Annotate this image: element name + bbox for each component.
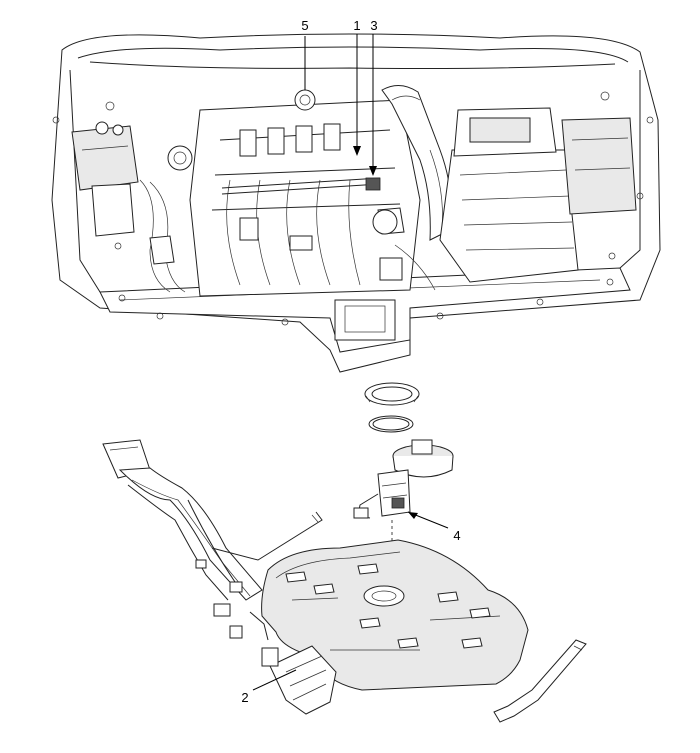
- engine-bay-illustration: [51, 33, 661, 373]
- arrowhead-4: [408, 512, 418, 519]
- fuel-tank-assembly: [102, 439, 587, 723]
- callout-4: 4: [453, 528, 460, 543]
- arrowhead-1: [353, 146, 361, 156]
- leader-line-2: [252, 669, 297, 691]
- arrowhead-3: [369, 166, 377, 176]
- callout-arrowheads: [353, 146, 418, 519]
- callout-1: 1: [353, 18, 360, 33]
- callout-3: 3: [370, 18, 377, 33]
- callout-2: 2: [241, 690, 248, 705]
- fuel-pump-assembly: [353, 382, 454, 592]
- callout-5: 5: [301, 18, 308, 33]
